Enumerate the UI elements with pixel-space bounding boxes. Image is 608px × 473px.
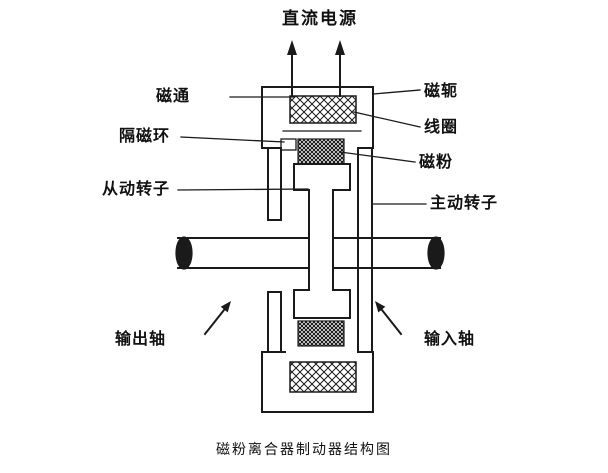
- label-coil: 线圈: [424, 119, 459, 136]
- label-output-shaft: 输出轴: [115, 331, 167, 348]
- label-magnetic-powder: 磁粉: [419, 154, 454, 171]
- drive-drum-wall: [357, 147, 373, 353]
- label-driven-rotor: 从动转子: [102, 181, 171, 198]
- leader-lines: [177, 89, 427, 205]
- label-driving-rotor: 主动转子: [430, 195, 499, 212]
- label-input-shaft: 输入轴: [424, 331, 476, 348]
- coil-bottom-hatch: [289, 361, 357, 393]
- powder-gap-bottom: [297, 320, 345, 347]
- input-shaft-arrow: [375, 301, 403, 336]
- label-yoke: 磁轭: [424, 83, 459, 100]
- left-arm-top: [267, 147, 282, 221]
- dc-power-label: 直流电源: [282, 9, 358, 28]
- isolation-ring-shape: [280, 138, 297, 151]
- dc-lead-left: [287, 40, 297, 97]
- driven-rotor-body: [293, 163, 351, 319]
- figure-caption: 磁粉离合器制动器结构图: [216, 443, 392, 458]
- powder-gap-top: [297, 138, 345, 165]
- label-magnetic-flux: 磁通: [156, 88, 191, 105]
- output-shaft-arrow: [203, 301, 231, 336]
- left-arm-bottom: [267, 291, 282, 353]
- label-isolation-ring: 隔磁环: [119, 128, 171, 145]
- coil-top-hatch: [289, 95, 357, 124]
- yoke-bottom-outline: [261, 351, 374, 413]
- dc-lead-right: [335, 40, 345, 97]
